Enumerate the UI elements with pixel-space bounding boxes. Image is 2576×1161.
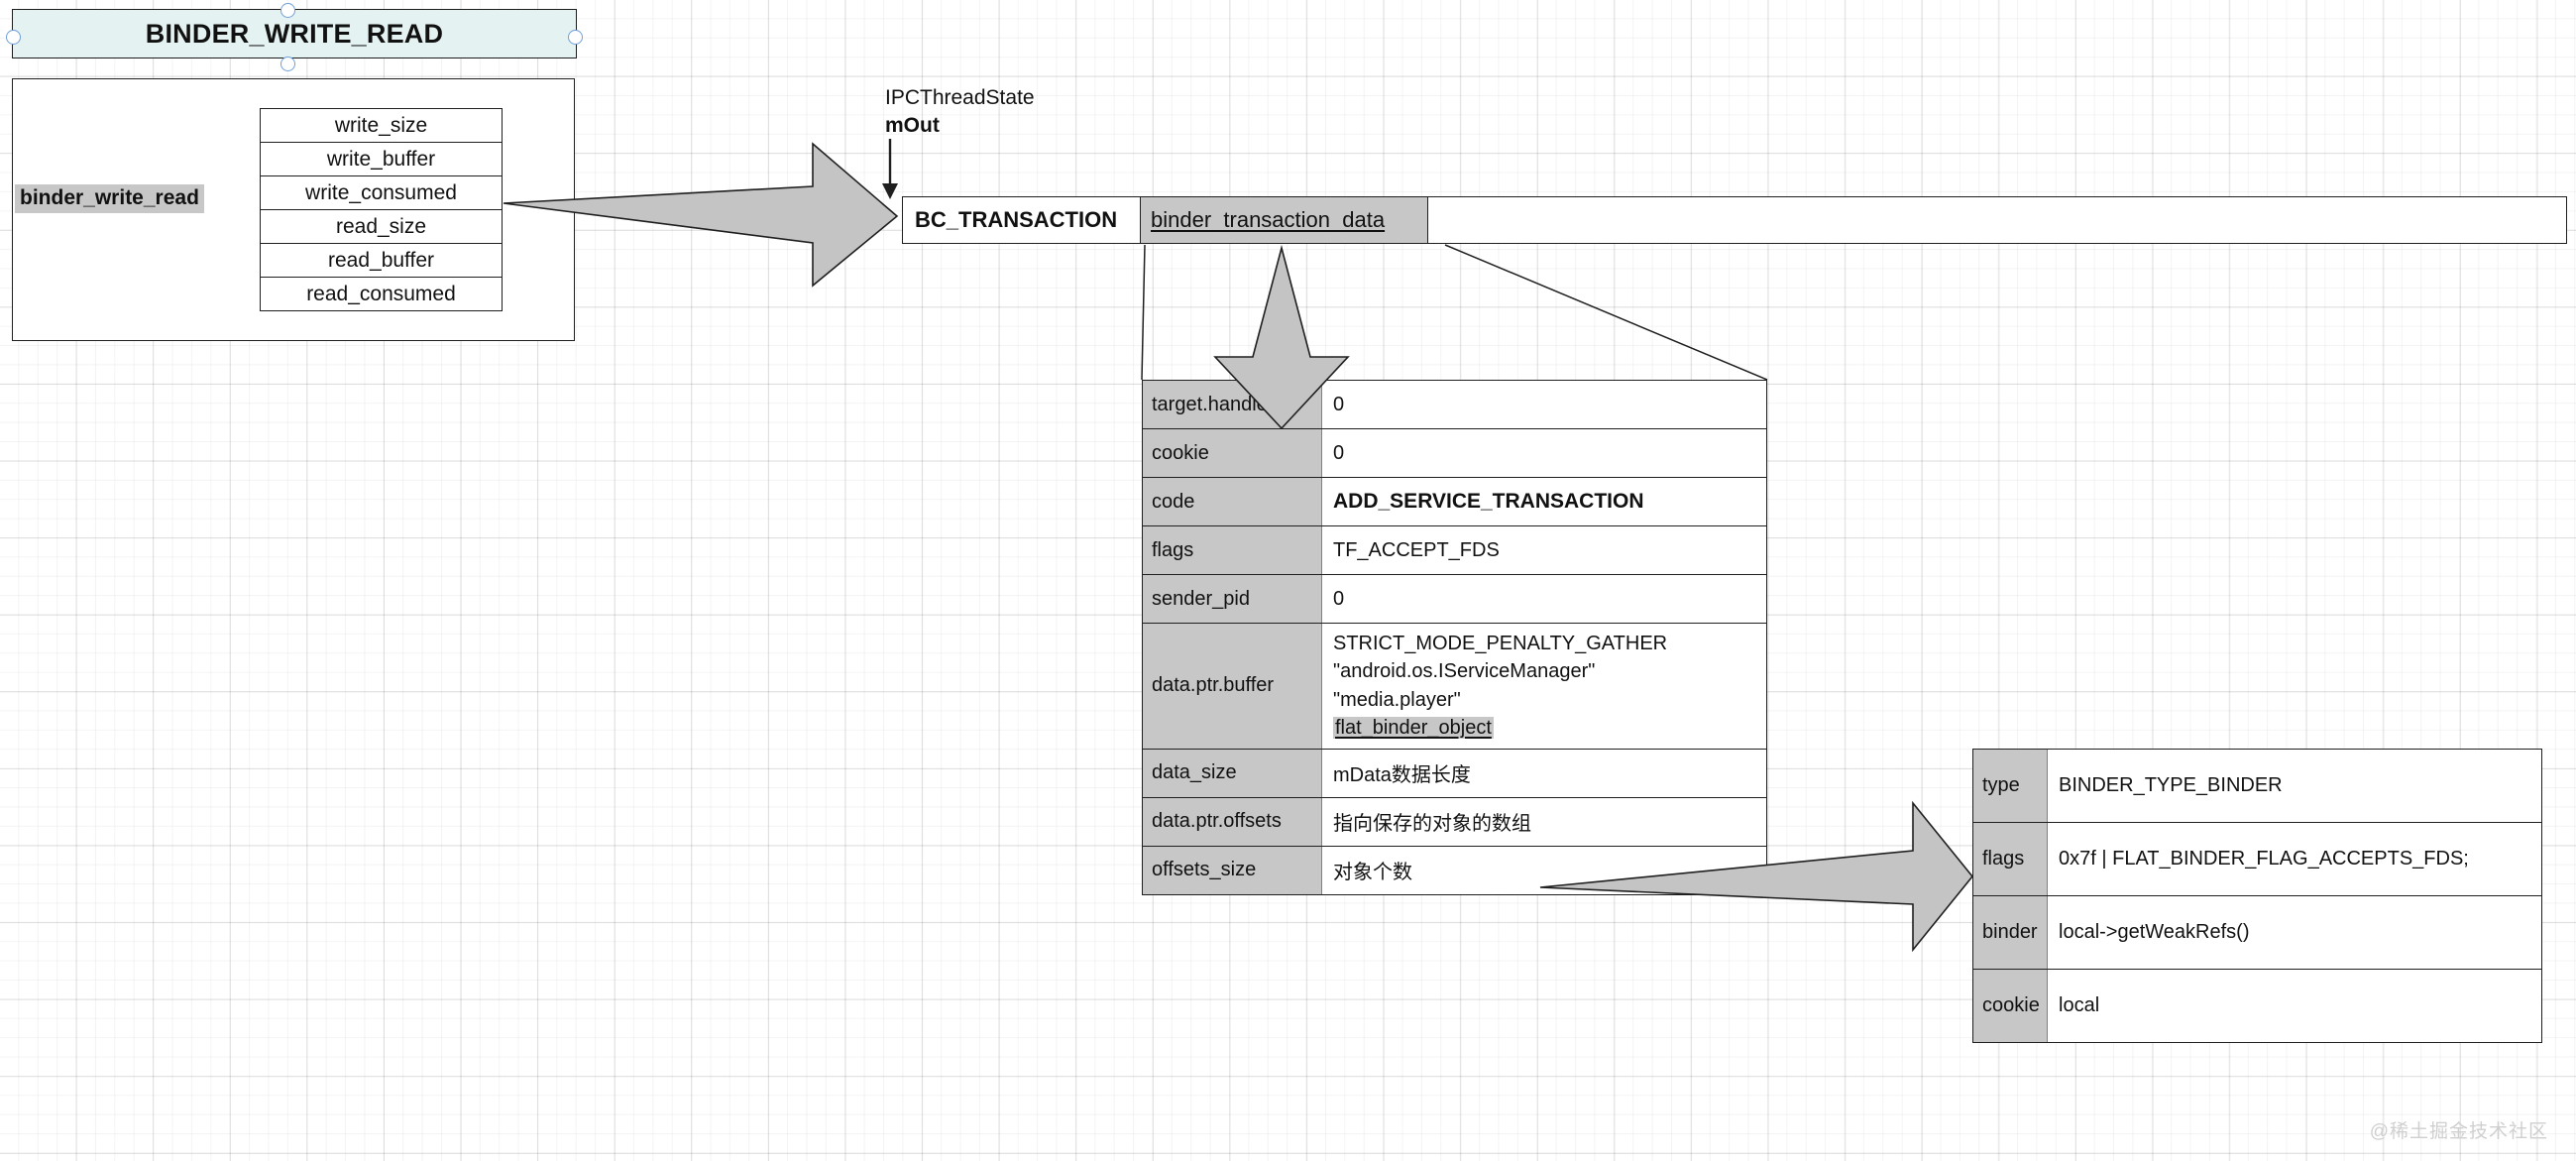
row-value: 指向保存的对象的数组 bbox=[1322, 797, 1766, 846]
mout-member-label: mOut bbox=[885, 113, 940, 137]
row-key: offsets_size bbox=[1143, 846, 1322, 894]
binder-transaction-data-table: target.handle 0 cookie 0 code ADD_SERVIC… bbox=[1142, 380, 1767, 895]
resize-handle-left[interactable] bbox=[6, 30, 21, 45]
expand-leader-left bbox=[1141, 244, 1146, 381]
row-value: 0 bbox=[1322, 429, 1766, 477]
resize-handle-right[interactable] bbox=[568, 30, 583, 45]
resize-handle-bottom[interactable] bbox=[280, 57, 295, 71]
title-banner-label: BINDER_WRITE_READ bbox=[145, 18, 444, 49]
row-key: code bbox=[1143, 478, 1322, 525]
row-value: 0x7f | FLAT_BINDER_FLAG_ACCEPTS_FDS; bbox=[2059, 848, 2469, 870]
binder-transaction-data-link[interactable]: binder_transaction_data bbox=[1151, 207, 1386, 232]
row-key: target.handle bbox=[1143, 381, 1322, 428]
table-row: flags TF_ACCEPT_FDS bbox=[1143, 526, 1766, 575]
ipcthreadstate-caption: IPCThreadState mOut bbox=[885, 84, 1035, 139]
row-key: binder bbox=[1973, 896, 2048, 969]
table-row: binder local->getWeakRefs() bbox=[1973, 896, 2541, 970]
table-row: cookie 0 bbox=[1143, 429, 1766, 478]
list-item: read_buffer bbox=[261, 244, 502, 278]
row-key: sender_pid bbox=[1143, 575, 1322, 623]
table-row: code ADD_SERVICE_TRANSACTION bbox=[1143, 478, 1766, 526]
row-key: data.ptr.offsets bbox=[1143, 797, 1322, 846]
row-value: local bbox=[2059, 994, 2100, 1016]
mout-pointer-arrowhead bbox=[882, 183, 898, 199]
table-row: data_size mData数据长度 bbox=[1143, 749, 1766, 798]
row-key: data.ptr.buffer bbox=[1143, 624, 1322, 749]
list-item: write_buffer bbox=[261, 143, 502, 176]
row-value: BINDER_TYPE_BINDER bbox=[2059, 774, 2283, 796]
row-value: STRICT_MODE_PENALTY_GATHER "android.os.I… bbox=[1322, 624, 1766, 749]
list-item: write_consumed bbox=[261, 176, 502, 210]
row-key: flags bbox=[1973, 823, 2048, 895]
row-value: ADD_SERVICE_TRANSACTION bbox=[1322, 478, 1766, 525]
table-row: type BINDER_TYPE_BINDER bbox=[1973, 750, 2541, 823]
row-value: local->getWeakRefs() bbox=[2059, 921, 2250, 943]
flat-binder-object-link[interactable]: flat_binder_object bbox=[1333, 717, 1494, 740]
buffer-line: STRICT_MODE_PENALTY_GATHER bbox=[1333, 633, 1668, 654]
table-row: data.ptr.offsets 指向保存的对象的数组 bbox=[1143, 797, 1766, 847]
row-key: data_size bbox=[1143, 749, 1322, 797]
expand-leader-right bbox=[1444, 244, 1768, 381]
mout-command-strip: BC_TRANSACTION binder_transaction_data bbox=[902, 196, 2567, 244]
buffer-line: "media.player" bbox=[1333, 688, 1461, 711]
title-banner[interactable]: BINDER_WRITE_READ bbox=[12, 9, 577, 58]
flat-binder-object-table: type BINDER_TYPE_BINDER flags 0x7f | FLA… bbox=[1972, 749, 2542, 1043]
list-item: read_size bbox=[261, 210, 502, 244]
bc-transaction-cell: BC_TRANSACTION bbox=[903, 197, 1141, 243]
list-item: read_consumed bbox=[306, 282, 456, 305]
row-key: cookie bbox=[1143, 429, 1322, 477]
row-value: 0 bbox=[1322, 381, 1766, 428]
ipcthreadstate-class-label: IPCThreadState bbox=[885, 86, 1035, 109]
list-item: write_size bbox=[261, 109, 502, 143]
table-row: target.handle 0 bbox=[1143, 381, 1766, 429]
resize-handle-top[interactable] bbox=[280, 3, 295, 18]
row-key: type bbox=[1973, 750, 2048, 822]
watermark: @稀土掘金技术社区 bbox=[2369, 1121, 2548, 1142]
binder-write-read-field-list: write_size write_buffer write_consumed r… bbox=[260, 108, 503, 311]
table-row: flags 0x7f | FLAT_BINDER_FLAG_ACCEPTS_FD… bbox=[1973, 823, 2541, 896]
binder-write-read-label: binder_write_read bbox=[15, 184, 204, 213]
buffer-line: "android.os.IServiceManager" bbox=[1333, 660, 1596, 683]
table-row: cookie local bbox=[1973, 970, 2541, 1042]
row-key: cookie bbox=[1973, 970, 2048, 1042]
table-row-data-ptr-buffer: data.ptr.buffer STRICT_MODE_PENALTY_GATH… bbox=[1143, 624, 1766, 750]
row-key: flags bbox=[1143, 526, 1322, 574]
row-value: 0 bbox=[1322, 575, 1766, 623]
table-row: offsets_size 对象个数 bbox=[1143, 846, 1766, 894]
row-value: 对象个数 bbox=[1322, 846, 1766, 894]
table-row: sender_pid 0 bbox=[1143, 575, 1766, 624]
command-strip-empty-region bbox=[1428, 197, 2566, 243]
row-value: TF_ACCEPT_FDS bbox=[1322, 526, 1766, 574]
binder-transaction-data-cell: binder_transaction_data bbox=[1141, 197, 1428, 243]
row-value: mData数据长度 bbox=[1322, 749, 1766, 797]
